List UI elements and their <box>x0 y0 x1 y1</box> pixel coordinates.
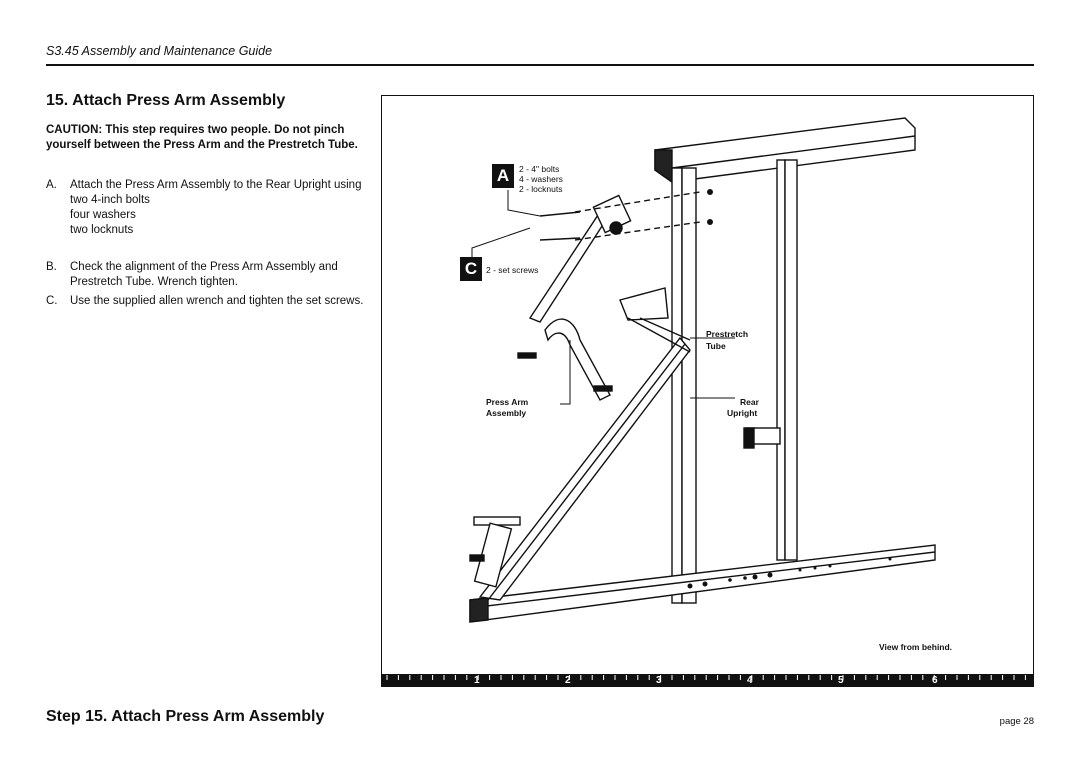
prestretch-label: Prestretch <box>706 329 749 339</box>
header-rule <box>46 64 1034 66</box>
callout-c-text: 2 - set screws <box>486 265 539 275</box>
ruler-number: 4 <box>747 675 753 686</box>
instruction-b: B. Check the alignment of the Press Arm … <box>46 260 366 290</box>
press-arm-label: Press Arm <box>486 397 529 407</box>
view-caption: View from behind. <box>879 642 953 652</box>
callout-a-badge: A <box>492 164 514 188</box>
instruction-a: A. Attach the Press Arm Assembly to the … <box>46 178 366 238</box>
instruction-label: B. <box>46 261 57 273</box>
footer-title: Step 15. Attach Press Arm Assembly <box>46 708 325 725</box>
instruction-label: A. <box>46 179 57 191</box>
prestretch-label: Tube <box>706 341 726 351</box>
press-arm-label: Assembly <box>486 408 527 418</box>
instruction-text: Attach the Press Arm Assembly to the Rea… <box>70 179 362 191</box>
callout-c-badge: C <box>460 257 482 281</box>
subitem: two locknuts <box>70 224 134 236</box>
callout-a-line: 2 - 4" bolts <box>519 164 560 174</box>
subitem: four washers <box>70 209 136 221</box>
instruction-label: C. <box>46 295 58 307</box>
figure-frame <box>381 95 1034 675</box>
ruler-number: 6 <box>932 675 938 686</box>
instruction-c: C. Use the supplied allen wrench and tig… <box>46 294 366 309</box>
callout-a-line: 4 - washers <box>519 174 563 184</box>
callout-a-line: 2 - locknuts <box>519 184 563 194</box>
scale-ruler: 1 2 3 4 5 6 <box>381 675 1034 687</box>
ruler-number: 1 <box>474 675 480 686</box>
section-title: 15. Attach Press Arm Assembly <box>46 92 286 109</box>
ruler-number: 3 <box>656 675 662 686</box>
ruler-number: 5 <box>838 675 844 686</box>
guide-title: S3.45 Assembly and Maintenance Guide <box>46 44 273 58</box>
rear-upright-label: Upright <box>727 408 758 418</box>
instruction-text: Use the supplied allen wrench and tighte… <box>70 295 364 307</box>
ruler-ticks <box>386 675 1026 680</box>
instruction-text: Check the alignment of the Press Arm Ass… <box>70 261 338 288</box>
caution-text: CAUTION: This step requires two people. … <box>46 124 358 151</box>
page-number: page 28 <box>999 716 1034 727</box>
rear-upright-label: Rear <box>740 397 759 407</box>
subitem: two 4-inch bolts <box>70 194 150 206</box>
ruler-number: 2 <box>565 675 571 686</box>
